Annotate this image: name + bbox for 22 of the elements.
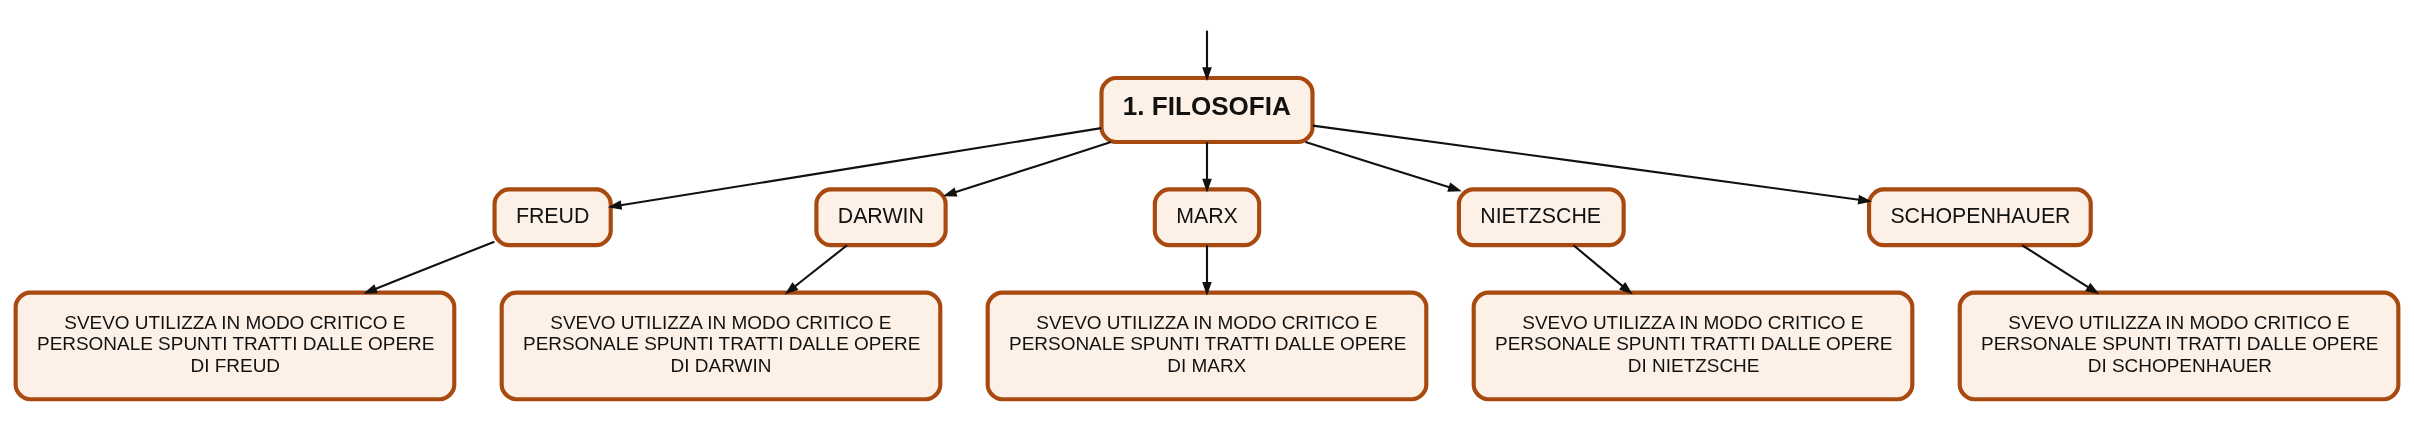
node-box: SVEVO UTILIZZA IN MODO CRITICO E PERSONALE SPUNTI TRATTI DALLE OPERE DI MARX: [985, 290, 1429, 402]
arrow: [942, 141, 1112, 197]
node-box: SVEVO UTILIZZA IN MODO CRITICO E PERSONALE SPUNTI TRATTI DALLE OPERE DI NIETZSCHE: [1471, 290, 1915, 402]
arrow: [1312, 124, 1872, 205]
node-box: SVEVO UTILIZZA IN MODO CRITICO E PERSONALE SPUNTI TRATTI DALLE OPERE DI FREUD: [13, 290, 457, 402]
node-box: MARX: [1152, 187, 1262, 248]
arrow: [1202, 142, 1212, 193]
node-box: FREUD: [492, 187, 613, 248]
node-box: SCHOPENHAUER: [1866, 187, 2093, 248]
node-box: 1. FILOSOFIA: [1099, 75, 1315, 145]
node-box: SVEVO UTILIZZA IN MODO CRITICO E PERSONALE SPUNTI TRATTI DALLE OPERE DI SCHOPENHAUER: [1957, 290, 2401, 402]
arrow: [2021, 244, 2100, 295]
arrow: [1202, 30, 1212, 82]
node-box: NIETZSCHE: [1456, 187, 1626, 248]
arrow: [1572, 244, 1633, 295]
node-box: DARWIN: [814, 187, 948, 248]
arrow: [607, 127, 1102, 210]
node-box: SVEVO UTILIZZA IN MODO CRITICO E PERSONALE SPUNTI TRATTI DALLE OPERE DI DARWIN: [499, 290, 943, 402]
arrow: [1305, 141, 1462, 192]
arrow: [784, 244, 848, 295]
arrow: [363, 240, 495, 294]
arrow: [1202, 245, 1212, 296]
